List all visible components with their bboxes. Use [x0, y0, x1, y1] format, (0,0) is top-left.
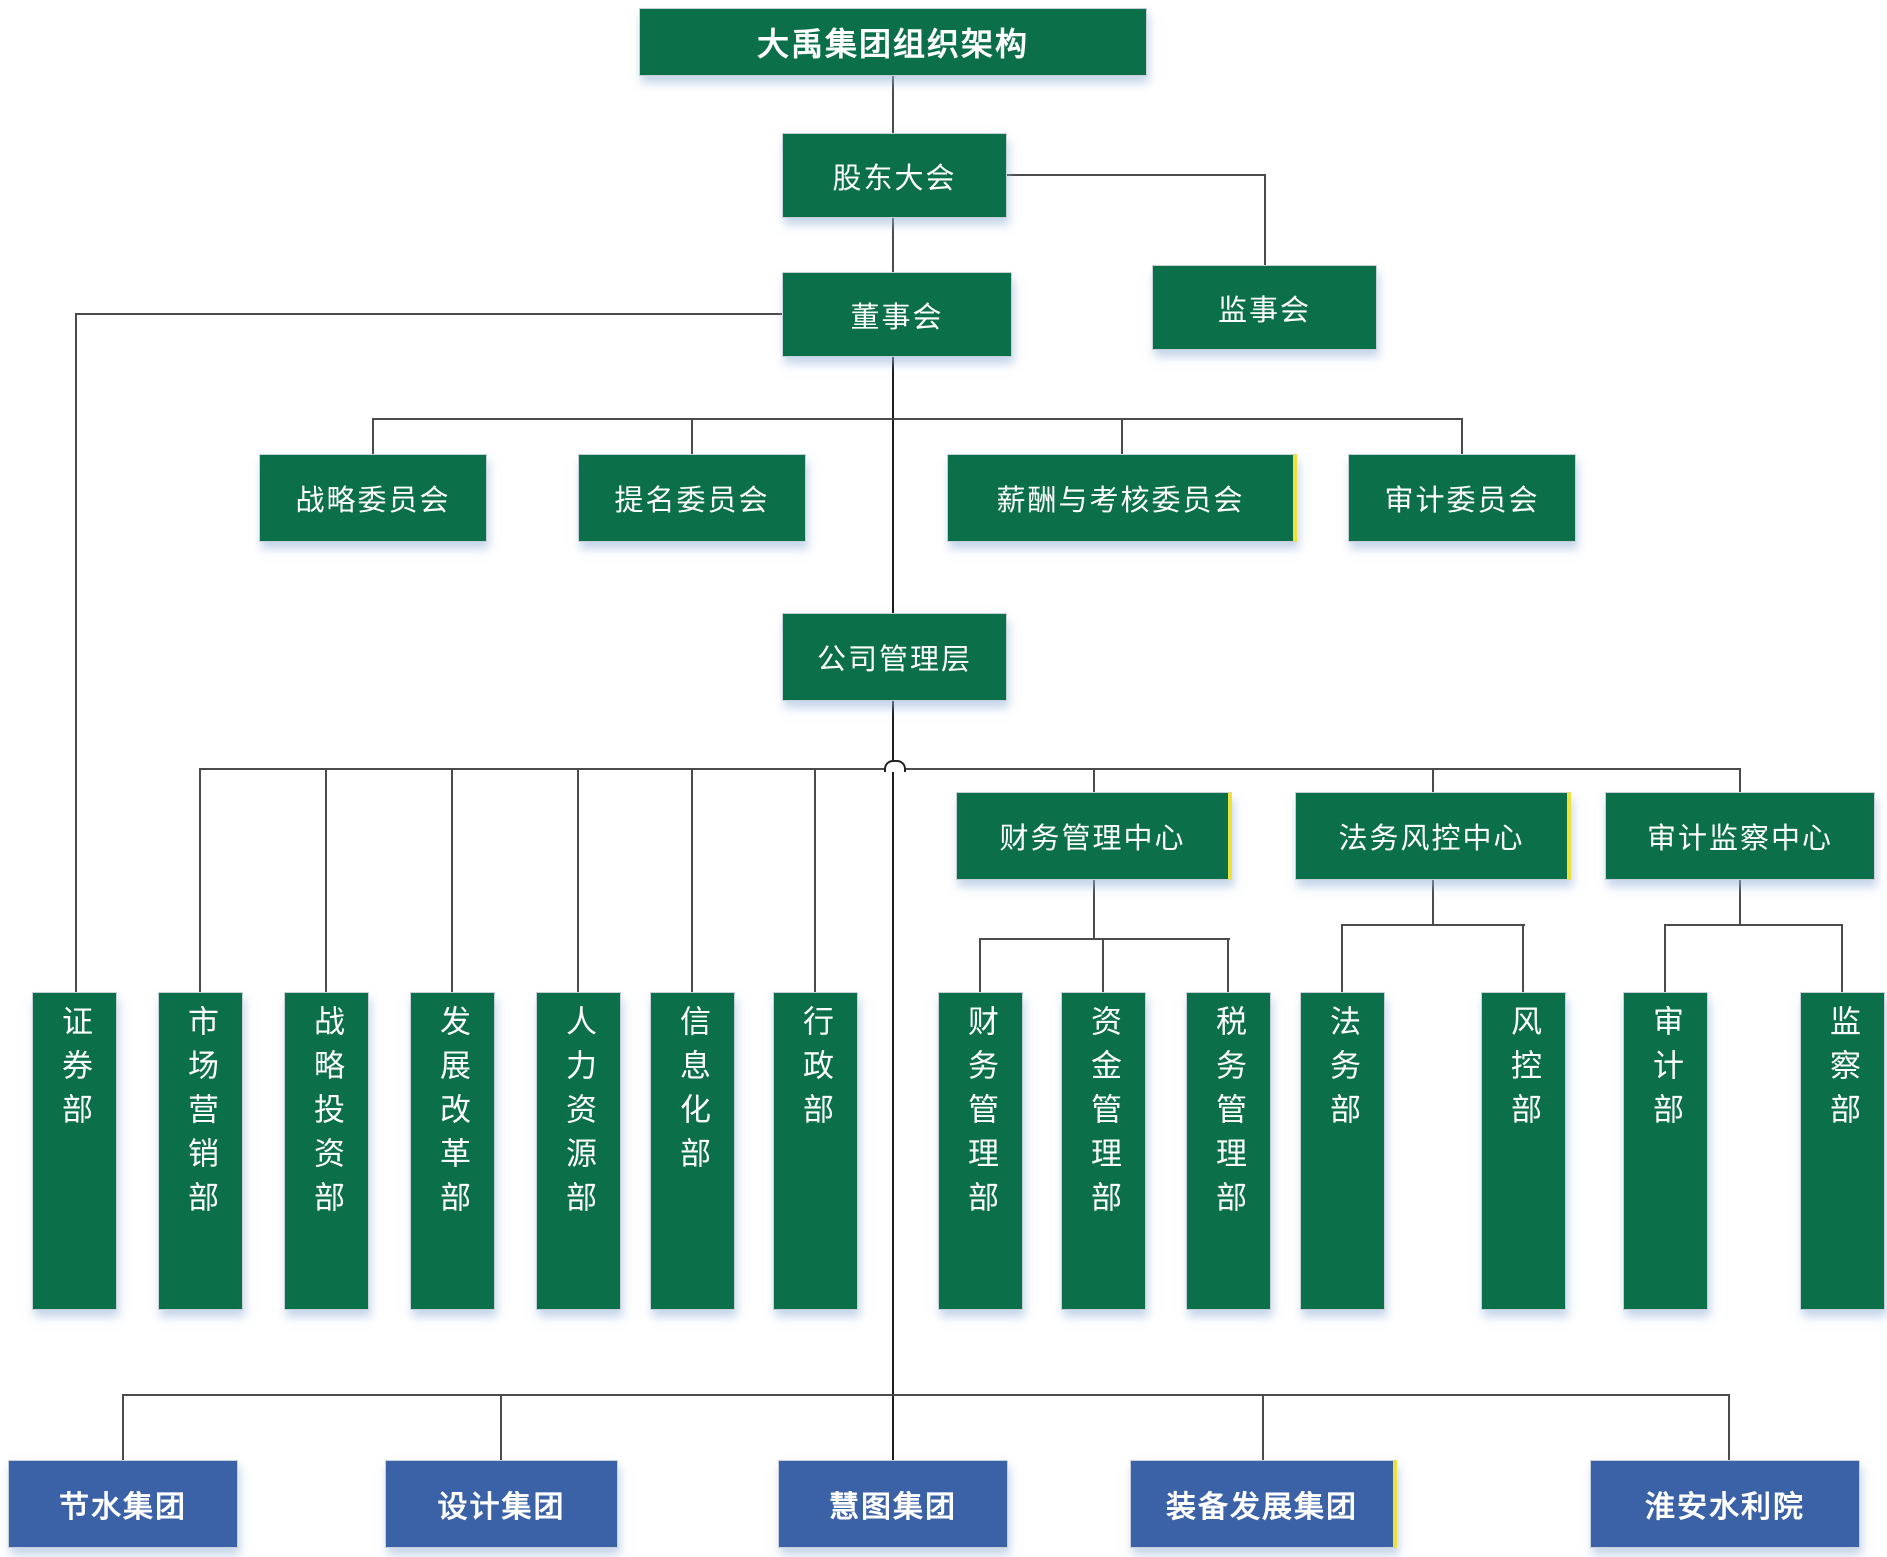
- dept-label: 审计部: [1648, 1005, 1683, 1137]
- dept-label: 市场营销部: [183, 1005, 218, 1225]
- node-supervision-dept[interactable]: 监察部: [1800, 992, 1885, 1310]
- node-nomination-committee[interactable]: 提名委员会: [578, 454, 806, 542]
- node-board-of-directors[interactable]: 董事会: [782, 272, 1012, 357]
- node-capital-mgmt-dept[interactable]: 资金管理部: [1061, 992, 1146, 1310]
- connector-line: [1093, 768, 1095, 792]
- dept-label: 税务管理部: [1211, 1005, 1246, 1225]
- node-equipment-development-group[interactable]: 装备发展集团: [1130, 1460, 1397, 1548]
- node-finance-management-center[interactable]: 财务管理中心: [956, 792, 1232, 880]
- node-legal-risk-center[interactable]: 法务风控中心: [1295, 792, 1571, 880]
- org-title-box: 大禹集团组织架构: [639, 8, 1147, 76]
- node-finance-mgmt-dept[interactable]: 财务管理部: [938, 992, 1023, 1310]
- connector-line: [122, 1394, 124, 1460]
- connector-line: [199, 768, 201, 992]
- connector-line: [372, 418, 374, 454]
- connector-line: [892, 357, 894, 1460]
- node-administration-dept[interactable]: 行政部: [773, 992, 858, 1310]
- dept-label: 资金管理部: [1086, 1005, 1121, 1225]
- connector-line: [1342, 924, 1525, 926]
- connector-line: [691, 418, 693, 454]
- connector-line: [892, 218, 894, 272]
- dept-label: 人力资源部: [561, 1005, 596, 1225]
- connector-line: [1341, 924, 1343, 992]
- connector-line: [892, 76, 894, 133]
- node-audit-supervision-center[interactable]: 审计监察中心: [1605, 792, 1875, 880]
- node-huaian-water-institute[interactable]: 淮安水利院: [1590, 1460, 1860, 1548]
- node-company-management[interactable]: 公司管理层: [782, 613, 1007, 701]
- connector-line: [1262, 1394, 1264, 1460]
- connector-line: [1102, 938, 1104, 992]
- connector-line: [691, 768, 693, 992]
- node-marketing-dept[interactable]: 市场营销部: [158, 992, 243, 1310]
- dept-label: 监察部: [1825, 1005, 1860, 1137]
- connector-line: [325, 768, 327, 992]
- connector-line: [1739, 880, 1741, 926]
- connector-line: [451, 768, 453, 992]
- dept-label: 发展改革部: [435, 1005, 470, 1225]
- connector-line: [1728, 1394, 1730, 1460]
- dept-label: 法务部: [1325, 1005, 1360, 1137]
- dept-label: 风控部: [1506, 1005, 1541, 1137]
- node-compensation-committee[interactable]: 薪酬与考核委员会: [947, 454, 1297, 542]
- node-supervisory-board[interactable]: 监事会: [1152, 265, 1377, 350]
- connector-line: [1664, 924, 1666, 992]
- connector-line: [1841, 924, 1843, 992]
- connector-line: [979, 938, 981, 992]
- node-securities-dept[interactable]: 证券部: [32, 992, 117, 1310]
- connector-line: [1461, 418, 1463, 454]
- node-development-reform-dept[interactable]: 发展改革部: [410, 992, 495, 1310]
- dept-label: 财务管理部: [963, 1005, 998, 1225]
- connector-line: [1432, 768, 1434, 792]
- node-design-group[interactable]: 设计集团: [385, 1460, 618, 1548]
- connector-line: [980, 938, 1230, 940]
- node-strategy-committee[interactable]: 战略委员会: [259, 454, 487, 542]
- node-strategy-investment-dept[interactable]: 战略投资部: [284, 992, 369, 1310]
- connector-line: [500, 1394, 502, 1460]
- dept-label: 行政部: [798, 1005, 833, 1137]
- node-tax-mgmt-dept[interactable]: 税务管理部: [1186, 992, 1271, 1310]
- connector-line: [1093, 880, 1095, 940]
- connector-line: [1739, 768, 1741, 792]
- connector-line: [577, 768, 579, 992]
- connector-line: [373, 418, 1462, 420]
- node-information-dept[interactable]: 信息化部: [650, 992, 735, 1310]
- line-hop-arc: [884, 760, 906, 772]
- connector-line: [814, 768, 816, 992]
- node-audit-dept[interactable]: 审计部: [1623, 992, 1708, 1310]
- connector-line: [123, 1394, 1730, 1396]
- connector-line: [1432, 880, 1434, 926]
- connector-line: [1665, 924, 1843, 926]
- connector-line: [1264, 174, 1266, 265]
- node-audit-committee[interactable]: 审计委员会: [1348, 454, 1576, 542]
- node-huitu-group[interactable]: 慧图集团: [778, 1460, 1008, 1548]
- connector-line: [75, 313, 77, 992]
- connector-line: [1227, 938, 1229, 992]
- dept-label: 信息化部: [675, 1005, 710, 1181]
- node-water-saving-group[interactable]: 节水集团: [8, 1460, 238, 1548]
- connector-line: [200, 768, 1740, 770]
- node-shareholders-meeting[interactable]: 股东大会: [782, 133, 1007, 218]
- node-human-resources-dept[interactable]: 人力资源部: [536, 992, 621, 1310]
- node-legal-dept[interactable]: 法务部: [1300, 992, 1385, 1310]
- dept-label: 证券部: [57, 1005, 92, 1137]
- connector-line: [1007, 174, 1266, 176]
- dept-label: 战略投资部: [309, 1005, 344, 1225]
- node-risk-control-dept[interactable]: 风控部: [1481, 992, 1566, 1310]
- connector-line: [1522, 924, 1524, 992]
- connector-line: [76, 313, 782, 315]
- connector-line: [1121, 418, 1123, 454]
